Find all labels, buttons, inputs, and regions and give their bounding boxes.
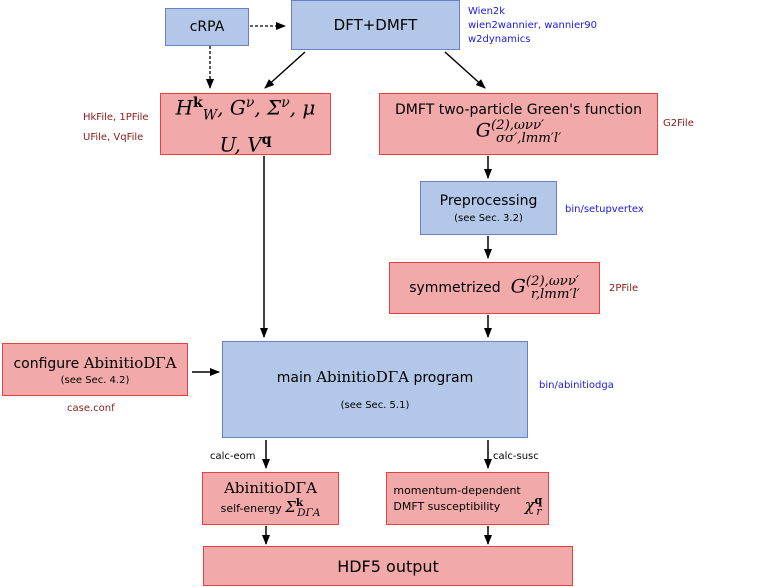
symmetrized-label: symmetrized bbox=[409, 280, 501, 296]
input-files-line2: UFile, VqFile bbox=[83, 132, 144, 143]
self-energy-box: AbinitioDΓA self-energy ΣkDΓA bbox=[202, 472, 339, 525]
hdf5-output-label: HDF5 output bbox=[337, 556, 439, 576]
hdf5-output-box: HDF5 output bbox=[203, 546, 573, 586]
susceptibility-formula: χqr bbox=[524, 493, 543, 518]
crpa-box: cRPA bbox=[165, 8, 249, 46]
configure-ref: (see Sec. 4.2) bbox=[60, 374, 130, 386]
g2-title: DMFT two-particle Green's function bbox=[395, 102, 642, 119]
symmetrized-formula: G(2),ωνν′r,lmm′l′ bbox=[510, 274, 580, 302]
self-energy-line: self-energy ΣkDΓA bbox=[220, 496, 321, 519]
model-input-box: HkW, Gν, Σν, μ U, Vq bbox=[160, 93, 331, 157]
preprocessing-ref: (see Sec. 3.2) bbox=[454, 212, 523, 224]
g2-box: DMFT two-particle Green's function G(2),… bbox=[379, 93, 658, 155]
arrow-dft-to-g2 bbox=[444, 51, 486, 89]
arrow-dft-to-inputs bbox=[264, 51, 306, 89]
input-formula-line2: U, Vq bbox=[219, 132, 272, 157]
input-files-label: HkFile, 1PFile UFile, VqFile bbox=[83, 108, 149, 148]
self-energy-name: AbinitioDΓA bbox=[224, 478, 317, 497]
abinitiodga-label: bin/abinitiodga bbox=[539, 380, 614, 391]
symmetrized-box: symmetrized G(2),ωνν′r,lmm′l′ bbox=[389, 262, 600, 314]
dft-dmft-box: DFT+DMFT bbox=[291, 0, 460, 50]
susceptibility-box: momentum-dependent DMFT susceptibility χ… bbox=[386, 472, 549, 525]
preprocessing-box: Preprocessing (see Sec. 3.2) bbox=[420, 181, 557, 235]
g2-formula: G(2),ωνν′σσ′,lmm′l′ bbox=[475, 118, 562, 146]
calc-eom-label: calc-eom bbox=[210, 451, 256, 462]
configure-box: configure AbinitioDΓA (see Sec. 4.2) bbox=[2, 343, 188, 396]
tool-wannier: wien2wannier, wannier90 bbox=[468, 20, 597, 31]
setupvertex-label: bin/setupvertex bbox=[565, 204, 644, 215]
preprocessing-title: Preprocessing bbox=[439, 192, 538, 209]
twopfile-label: 2PFile bbox=[609, 283, 639, 294]
dft-tools-list: Wien2k wien2wannier, wannier90 w2dynamic… bbox=[468, 5, 597, 47]
caseconf-label: case.conf bbox=[67, 403, 115, 414]
main-program-box: main AbinitioDΓA program (see Sec. 5.1) bbox=[222, 341, 528, 438]
crpa-label: cRPA bbox=[189, 19, 225, 35]
input-formula-line1: HkW, Gν, Σν, μ bbox=[175, 95, 316, 124]
dft-dmft-label: DFT+DMFT bbox=[333, 16, 418, 34]
main-program-title: main AbinitioDΓA program bbox=[276, 368, 474, 386]
tool-w2dynamics: w2dynamics bbox=[468, 34, 531, 45]
tool-wien2k: Wien2k bbox=[468, 6, 506, 17]
configure-title: configure AbinitioDΓA bbox=[13, 353, 177, 372]
main-program-ref: (see Sec. 5.1) bbox=[340, 400, 410, 411]
susceptibility-text: momentum-dependent DMFT susceptibility bbox=[393, 483, 521, 513]
input-files-line1: HkFile, 1PFile bbox=[83, 112, 149, 123]
calc-susc-label: calc-susc bbox=[493, 451, 539, 462]
g2file-label: G2File bbox=[663, 118, 694, 129]
